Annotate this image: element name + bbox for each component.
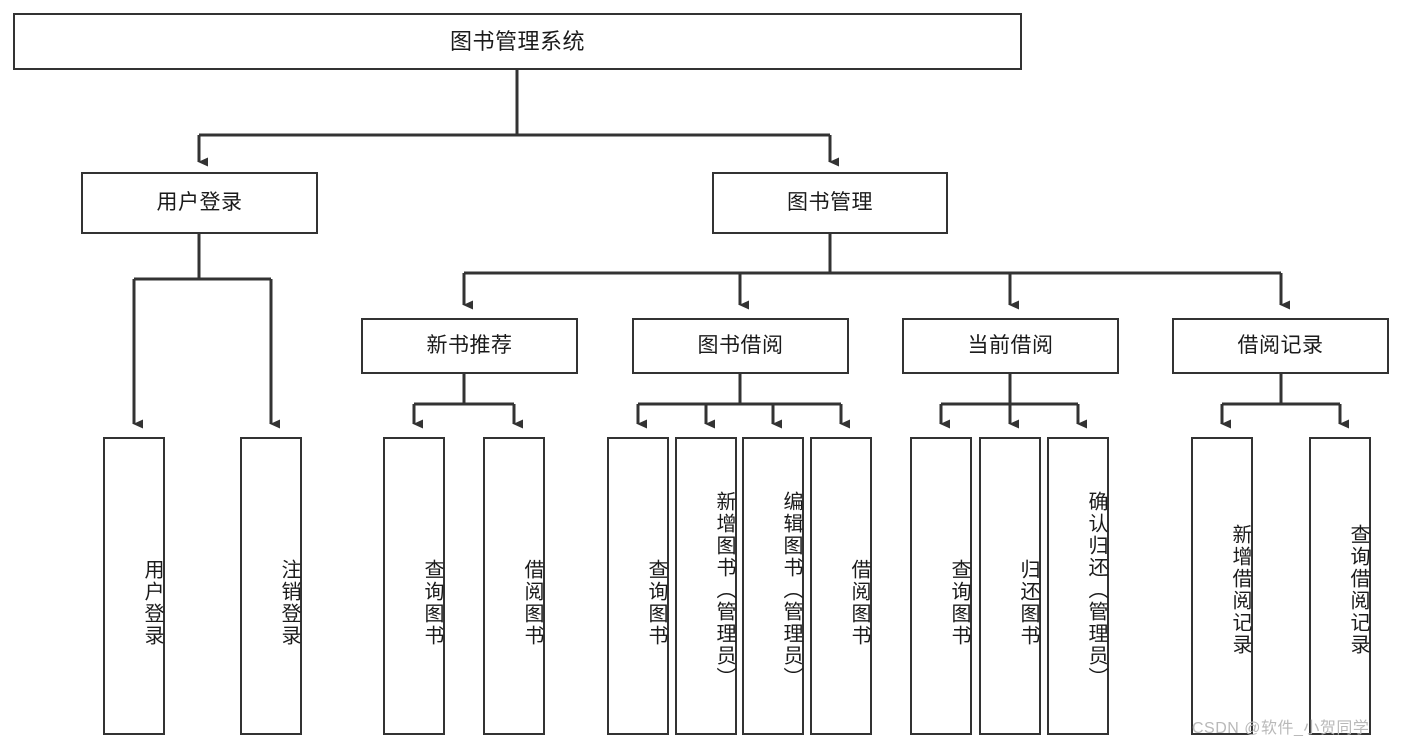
node-label: 查询图书	[421, 559, 443, 647]
node-label: 查询图书	[948, 559, 970, 647]
node-label: 注销登录	[278, 559, 300, 647]
node-book-management[interactable]: 图书管理	[712, 172, 948, 234]
node-label: 借阅图书	[848, 559, 870, 647]
node-label: 图书管理	[787, 190, 873, 214]
node-label: 新增借阅记录	[1229, 524, 1251, 656]
node-label: 查询图书	[645, 559, 667, 647]
node-label: 新书推荐	[426, 333, 513, 357]
leaf-confirm-return-admin[interactable]: 确认归还（管理员）	[1047, 437, 1109, 735]
node-current-borrow[interactable]: 当前借阅	[902, 318, 1119, 374]
node-label: 用户登录	[156, 190, 243, 214]
node-label: 借阅图书	[521, 559, 543, 647]
node-label: 确认归还（管理员）	[1085, 491, 1107, 689]
node-borrow-record[interactable]: 借阅记录	[1172, 318, 1389, 374]
node-label: 查询借阅记录	[1347, 524, 1369, 656]
leaf-edit-book-admin[interactable]: 编辑图书（管理员）	[742, 437, 804, 735]
node-book-borrow[interactable]: 图书借阅	[632, 318, 849, 374]
leaf-return-book[interactable]: 归还图书	[979, 437, 1041, 735]
node-root-book-management-system[interactable]: 图书管理系统	[13, 13, 1022, 70]
node-label: 归还图书	[1017, 559, 1039, 647]
leaf-query-book-current[interactable]: 查询图书	[910, 437, 972, 735]
leaf-logout-login[interactable]: 注销登录	[240, 437, 302, 735]
watermark-text: CSDN @软件_小贺同学	[1192, 720, 1370, 737]
node-label: 当前借阅	[967, 333, 1054, 357]
node-label: 用户登录	[141, 559, 163, 647]
leaf-user-login[interactable]: 用户登录	[103, 437, 165, 735]
leaf-borrow-book[interactable]: 借阅图书	[810, 437, 872, 735]
leaf-add-book-admin[interactable]: 新增图书（管理员）	[675, 437, 737, 735]
node-user-login[interactable]: 用户登录	[81, 172, 318, 234]
leaf-query-book-borrow[interactable]: 查询图书	[607, 437, 669, 735]
node-new-book-recommend[interactable]: 新书推荐	[361, 318, 578, 374]
leaf-add-borrow-record[interactable]: 新增借阅记录	[1191, 437, 1253, 735]
node-label: 借阅记录	[1237, 333, 1324, 357]
node-label: 图书借阅	[697, 333, 784, 357]
leaf-query-book-new-recommend[interactable]: 查询图书	[383, 437, 445, 735]
leaf-query-borrow-record[interactable]: 查询借阅记录	[1309, 437, 1371, 735]
leaf-borrow-book-new-recommend[interactable]: 借阅图书	[483, 437, 545, 735]
node-label: 图书管理系统	[449, 28, 585, 54]
node-label: 编辑图书（管理员）	[780, 491, 802, 689]
node-label: 新增图书（管理员）	[713, 491, 735, 689]
